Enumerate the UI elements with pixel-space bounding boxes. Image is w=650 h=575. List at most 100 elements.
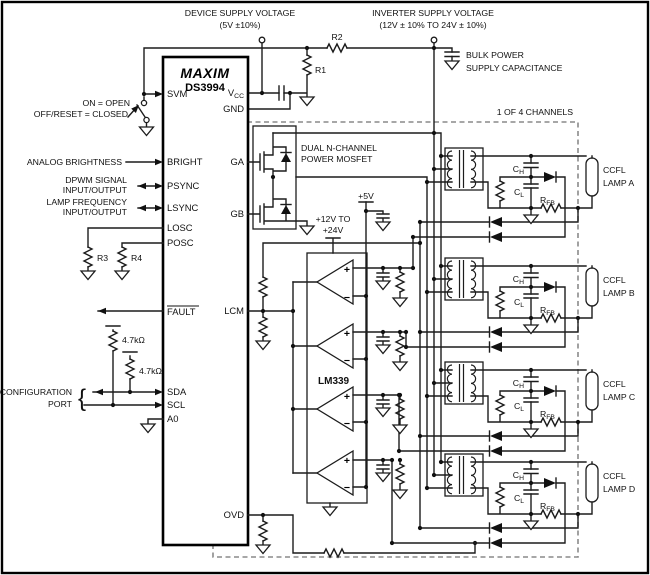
ground-icon (392, 361, 408, 372)
cap-ch (523, 272, 539, 279)
r4-label: R4 (131, 253, 142, 263)
pin-lcm: LCM (224, 305, 244, 316)
minus-input-label: − (344, 355, 350, 367)
resistor-rfb (540, 416, 562, 428)
lamp-label-2: LAMP A (603, 178, 634, 188)
device-supply-terminal (258, 36, 266, 44)
pin-psync: PSYNC (167, 180, 200, 191)
pin-gb: GB (230, 208, 244, 219)
plus5v-label: +5V (358, 191, 374, 201)
rfb-label: RFB (540, 409, 555, 421)
resistor-r3 (82, 246, 94, 268)
pin-a0: A0 (167, 413, 178, 424)
config-label-2: PORT (48, 399, 73, 409)
ground-icon (322, 506, 338, 517)
inverter-supply-terminal (430, 36, 438, 44)
resistor-r1 (301, 54, 313, 76)
r2-label: R2 (331, 32, 342, 42)
feedback-diode-icon (490, 327, 502, 337)
ccfl-channel-a: CH CL RFB CCFL LAMP A (417, 147, 634, 243)
ic-outline (161, 55, 250, 547)
lm339-block: LM339 + − + − + − + − (292, 252, 416, 517)
lamp-label-2: LAMP C (603, 392, 635, 402)
mosfet-block: DUAL N-CHANNEL POWER MOSFET (247, 125, 377, 236)
switch-contact-top (140, 99, 148, 107)
pin-posc: POSC (167, 237, 194, 248)
comparator-4: + − (292, 449, 408, 500)
cl-label: CL (514, 297, 524, 309)
mosfet-gb (247, 176, 308, 227)
pin-ga: GA (230, 156, 244, 167)
inverter-supply-label: INVERTER SUPPLY VOLTAGE (372, 8, 494, 18)
lamp-label-1: CCFL (603, 379, 626, 389)
vcc-decoupling-capacitor (278, 85, 285, 101)
a0-ground (140, 418, 164, 434)
ccfl-channel-d: CH CL RFB CCFL LAMP D (417, 453, 635, 549)
bulk-cap-label-1: BULK POWER (466, 50, 524, 60)
ground-icon (138, 126, 155, 137)
resistor-r2 (326, 42, 348, 54)
pin-lsync: LSYNC (167, 202, 198, 213)
dpwm-label-1: DPWM SIGNAL (65, 175, 127, 185)
ovd-series-resistor (323, 547, 345, 559)
pin-bright: BRIGHT (167, 156, 203, 167)
lamp-label-1: CCFL (603, 471, 626, 481)
config-label-1: CONFIGURATION (0, 387, 72, 397)
ground-icon (375, 407, 391, 418)
lamp-label-1: CCFL (603, 165, 626, 175)
pin-svm: SVM (167, 88, 188, 99)
transformer (444, 361, 484, 405)
ground-icon (392, 297, 408, 308)
feedback-diode-icon (490, 538, 502, 548)
pin-vcc: VCC (228, 87, 244, 100)
ground-icon (375, 280, 391, 291)
resistor-rfb (540, 312, 562, 324)
bright-input: ANALOG BRIGHTNESS (27, 157, 163, 167)
ch-label: CH (513, 378, 524, 390)
comparator-2: + − (292, 322, 409, 372)
oscillator-resistors: R3 R4 (80, 227, 164, 281)
switch-contact-bottom (143, 116, 150, 124)
switch-blade (136, 104, 146, 118)
feedback-diode-icon (490, 342, 502, 352)
ccfl-lamp-tube (585, 267, 599, 307)
rfb-label: RFB (540, 195, 555, 207)
plus-input-label: + (344, 455, 350, 467)
ccfl-lamp-tube (585, 157, 599, 197)
svm-switch: ON = OPEN OFF/RESET = CLOSED (34, 90, 163, 137)
sense-resistor (494, 394, 506, 416)
sense-resistor (494, 290, 506, 312)
ch-label: CH (513, 164, 524, 176)
ground-icon (375, 344, 391, 355)
feedback-diode-icon (490, 446, 502, 456)
r1-label: R1 (315, 65, 326, 75)
ground-icon (255, 340, 271, 351)
lm339-outline (306, 252, 368, 504)
device-supply-tolerance: (5V ±10%) (220, 20, 261, 30)
ground-icon (140, 423, 156, 434)
mosfet-label-2: POWER MOSFET (301, 154, 373, 164)
pin-scl: SCL (167, 399, 185, 410)
ground-icon (444, 60, 460, 71)
ch-label: CH (513, 274, 524, 286)
five-volt-node: +5V (358, 191, 391, 232)
twelve-24v-node: +12V TO +24V (316, 214, 351, 254)
transformer (444, 257, 484, 301)
lcm-divider (247, 240, 423, 412)
ccfl-channel-b: CH CL RFB CCFL LAMP B (417, 257, 635, 353)
feedback-diode-icon (490, 232, 502, 242)
maxim-logo: MAXIM (180, 65, 229, 81)
cl-label: CL (514, 187, 524, 199)
pullup-resistor-2 (124, 358, 136, 380)
sense-resistor (494, 486, 506, 508)
ground-icon (80, 270, 96, 281)
mosfet-ga (247, 132, 292, 178)
cap-ch (523, 468, 539, 475)
plus-input-label: + (344, 328, 350, 340)
resistor-rfb (540, 508, 562, 520)
pin-fault: FAULT (167, 306, 196, 317)
bulk-capacitor (444, 51, 460, 58)
cap-cl (523, 397, 539, 403)
